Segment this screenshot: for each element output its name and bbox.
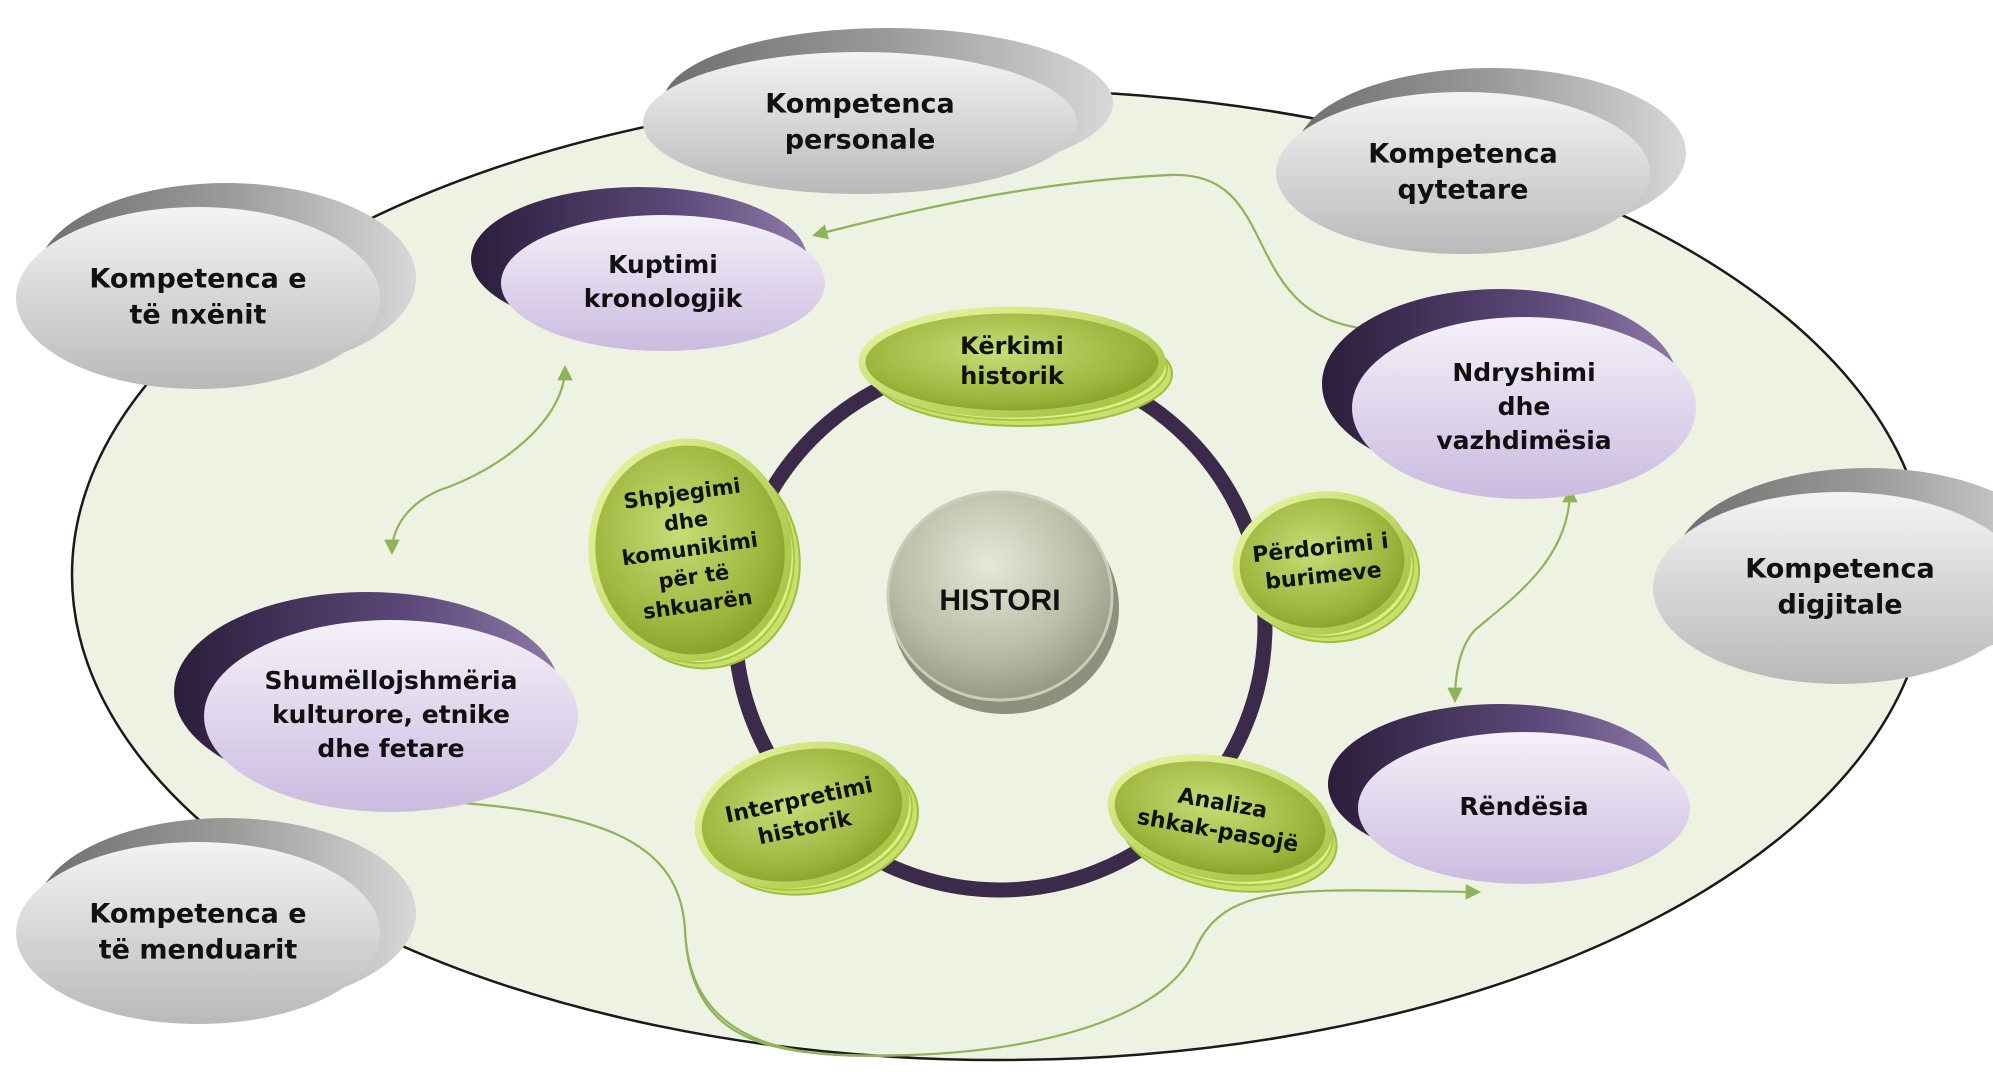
- arrow-kuptimi-shumellojshmeria: [384, 364, 573, 556]
- competence-label-qytetare: Kompetenca qytetare: [1368, 139, 1557, 206]
- concept-disc: [1352, 317, 1696, 499]
- arrow-bottom-to-shumellojshmeria: [683, 929, 911, 1057]
- concept-label-rendesia-line: Rëndësia: [1459, 792, 1588, 821]
- concept-label-kuptimi: Kuptimi kronologjik: [584, 250, 744, 313]
- ring-disc: [858, 306, 1166, 418]
- concept-ndryshimi: Ndryshimi dhe vazhdimësia: [1322, 289, 1696, 499]
- arrow-ndryshimi-to-kuptimi: [812, 173, 1389, 332]
- ring-disc: [694, 741, 910, 889]
- competence-label-menduarit-line: Kompetenca e: [89, 899, 306, 930]
- concept-shumellojshmeria: Shumëllojshmëria kulturore, etnike dhe fet…: [174, 592, 578, 812]
- competence-label-digjitale-line: digjitale: [1777, 590, 1902, 621]
- ring-item-analiza: Analizashkak-pasojë: [1107, 754, 1338, 893]
- center-disc: HISTORI: [886, 490, 1119, 714]
- competence-menduarit: Kompetenca e të menduarit: [16, 818, 416, 1024]
- concept-label-ndryshimi: Ndryshimi dhe vazhdimësia: [1436, 358, 1611, 455]
- concept-disc: [204, 620, 578, 812]
- competence-qytetare: Kompetenca qytetare: [1276, 68, 1686, 254]
- competence-label-digjitale: Kompetenca digjitale: [1745, 554, 1934, 621]
- concept-rendesia: Rëndësia: [1328, 704, 1690, 884]
- competence-label-nxenit: Kompetenca e të nxënit: [89, 264, 306, 331]
- concept-label-kuptimi-line: kronologjik: [584, 284, 744, 313]
- ring-disc: [1232, 491, 1412, 635]
- competence-personale: Kompetenca personale: [643, 28, 1113, 194]
- competence-label-menduarit-line: të menduarit: [99, 935, 298, 966]
- competence-disc: [16, 842, 380, 1024]
- competence-label-digjitale-line: Kompetenca: [1745, 554, 1934, 585]
- competence-label-nxenit-line: të nxënit: [130, 300, 267, 331]
- concept-label-ndryshimi-line: dhe: [1498, 392, 1551, 421]
- ring-item-interpretimi: Interpretimihistorik: [694, 741, 919, 896]
- competence-label-personale: Kompetenca personale: [765, 89, 954, 156]
- competence-nxenit: Kompetenca e të nxënit: [16, 183, 416, 389]
- concept-label-ndryshimi-line: vazhdimësia: [1436, 426, 1611, 455]
- concept-label-shumellojshmeria-line: dhe fetare: [317, 734, 464, 763]
- concept-label-shumellojshmeria-line: Shumëllojshmëria: [265, 666, 518, 695]
- competence-disc: [16, 207, 380, 389]
- competence-label-nxenit-line: Kompetenca e: [89, 264, 306, 295]
- ring-item-perdorimi: Përdorimi iburimeve: [1232, 491, 1421, 644]
- ring-label-kerkimi-line: historik: [960, 362, 1065, 390]
- competence-label-personale-line: Kompetenca: [765, 89, 954, 120]
- concept-label-shumellojshmeria: Shumëllojshmëria kulturore, etnike dhe fet…: [265, 666, 518, 763]
- ring-disc: [588, 438, 792, 662]
- competence-label-menduarit: Kompetenca e të menduarit: [89, 899, 306, 966]
- ring-item-shpjegimi: Shpjegimidhekomunikimipër tëshkuarën: [588, 438, 801, 670]
- concept-label-ndryshimi-line: Ndryshimi: [1452, 358, 1595, 387]
- competence-label-qytetare-line: qytetare: [1398, 175, 1529, 206]
- competence-label-qytetare-line: Kompetenca: [1368, 139, 1557, 170]
- concept-kuptimi: Kuptimi kronologjik: [471, 187, 825, 351]
- concept-disc: [1358, 732, 1690, 884]
- ring-disc: [1107, 754, 1333, 882]
- concept-label-rendesia: Rëndësia: [1459, 792, 1588, 821]
- concept-arrows: [384, 173, 1578, 1058]
- concept-disc: [501, 215, 825, 351]
- competence-digjitale: Kompetenca digjitale: [1653, 468, 1993, 684]
- concept-label-kuptimi-line: Kuptimi: [608, 250, 718, 279]
- center-label: HISTORI: [939, 584, 1060, 617]
- competence-disc: [1653, 492, 1993, 684]
- competence-disc: [1276, 92, 1650, 254]
- concept-label-shumellojshmeria-line: kulturore, etnike: [272, 700, 510, 729]
- competence-disc: [643, 52, 1077, 194]
- ring-label-kerkimi-line: Kërkimi: [960, 332, 1064, 360]
- competence-label-personale-line: personale: [785, 125, 936, 156]
- arrow-ndryshimi-rendesia: [1447, 486, 1578, 704]
